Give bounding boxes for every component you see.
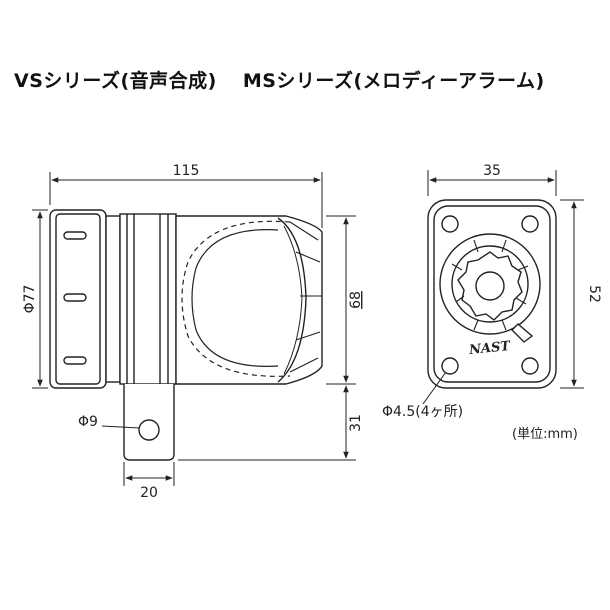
back-plate-inner (433, 205, 551, 383)
back-view (422, 199, 557, 405)
cap-slot (63, 356, 87, 365)
horn-flare (277, 217, 307, 383)
front-cap (49, 209, 107, 389)
nast-logo: NAST (467, 339, 512, 358)
dim-back-width: 35 (483, 163, 501, 179)
dim-bracket-width: 20 (140, 485, 158, 501)
mount-hole-icon (521, 215, 539, 233)
neck-ring (105, 215, 121, 383)
cap-slot (63, 231, 87, 240)
unit-label: (単位:mm) (512, 426, 578, 442)
mount-hole-icon (521, 357, 539, 375)
cap-slot (63, 293, 87, 302)
mount-bracket (123, 384, 175, 461)
bracket-hole (138, 419, 160, 441)
mount-hole-icon (441, 215, 459, 233)
dim-hole-diameter: Φ9 (78, 414, 98, 430)
center-hub (475, 271, 505, 301)
ms-series-title: MSシリーズ(メロディーアラーム) (242, 70, 545, 92)
gear-icon (457, 251, 523, 321)
front-cap-inner (55, 213, 101, 385)
mount-hole-icon (441, 357, 459, 375)
side-dimensions (32, 172, 356, 486)
speaker-grille (439, 233, 541, 335)
dim-back-height: 52 (586, 285, 602, 303)
dim-diameter: Φ77 (22, 285, 38, 314)
dim-width-total: 115 (173, 163, 200, 179)
side-view (49, 209, 323, 461)
dim-bracket-height: 31 (348, 414, 364, 432)
horn-body (175, 215, 323, 385)
diagram-title: VSシリーズ(音声合成) MSシリーズ(メロディーアラーム) (14, 66, 545, 93)
back-dimensions (427, 170, 584, 389)
dim-height-front: 68 (348, 291, 364, 309)
hidden-contour (181, 220, 291, 377)
vs-series-title: VSシリーズ(音声合成) (14, 70, 217, 92)
dim-mount-hole: Φ4.5(4ヶ所) (382, 404, 463, 420)
